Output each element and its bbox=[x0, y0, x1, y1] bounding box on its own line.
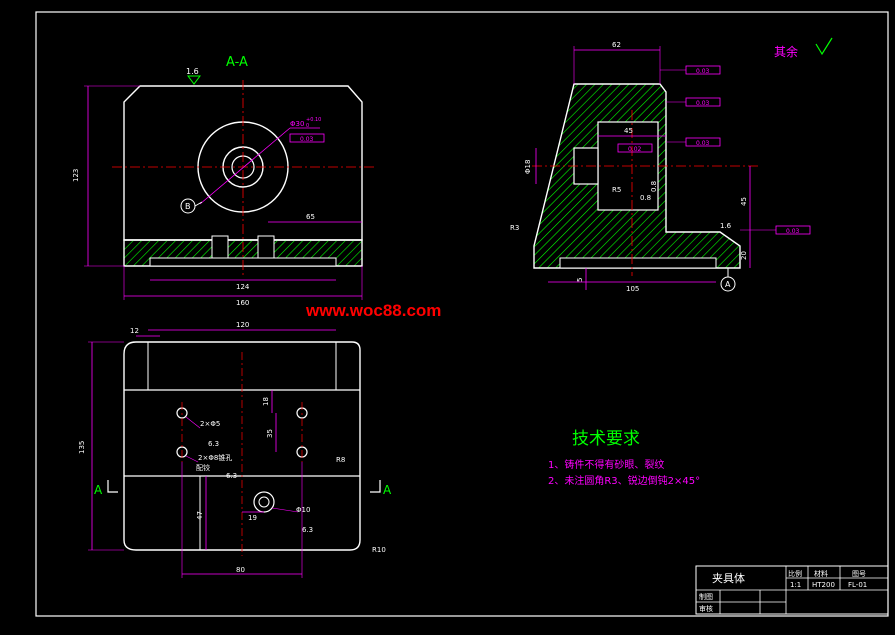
hole-big-outer bbox=[253, 491, 275, 513]
tb-scale-label: 比例 bbox=[788, 569, 802, 578]
tb-part-name: 夹具体 bbox=[712, 571, 745, 585]
side-tol-5: 0.03 bbox=[786, 228, 800, 235]
section-view: A-A 1.6 Φ30 +0.10 0 0.03 B 123 65 124 16… bbox=[72, 55, 376, 307]
section-marker-left: A bbox=[94, 483, 103, 497]
side-dim-45-right: 45 bbox=[740, 197, 748, 206]
side-rough-b: 0.8 bbox=[650, 181, 658, 192]
dim-160-value: 160 bbox=[236, 299, 249, 307]
plan-dim-12-value: 12 bbox=[130, 327, 139, 335]
plan-note-holes-2: 2×Φ8锥孔 bbox=[198, 453, 232, 462]
side-radius-r3: R3 bbox=[510, 224, 519, 232]
side-dim-45-value: 45 bbox=[624, 127, 633, 135]
tb-material-label: 材料 bbox=[814, 569, 828, 578]
roughness-symbol bbox=[187, 75, 201, 85]
side-radius-r5: R5 bbox=[612, 186, 621, 194]
datum-b-leader bbox=[194, 201, 203, 207]
tb-scale-value: 1:1 bbox=[790, 581, 801, 589]
section-base-pin-2 bbox=[257, 235, 275, 259]
dim-65-value: 65 bbox=[306, 213, 315, 221]
datum-b-label: B bbox=[185, 202, 191, 211]
section-body-outline bbox=[123, 85, 363, 241]
section-base-pin-1 bbox=[211, 235, 229, 259]
bore-tol-lower: 0 bbox=[306, 123, 309, 129]
side-tol-frame-3 bbox=[617, 143, 653, 153]
plan-radius-r8: R8 bbox=[336, 456, 345, 464]
dim-124-value: 124 bbox=[236, 283, 250, 291]
section-marker-right: A bbox=[383, 483, 392, 497]
bore-dia-label: Φ30 bbox=[290, 120, 304, 128]
tb-drawing-no-value: FL-01 bbox=[848, 581, 867, 589]
side-dim-20: 20 bbox=[740, 251, 748, 260]
bore-tol-frame bbox=[289, 133, 325, 143]
plan-note-holes-1: 2×Φ5 bbox=[200, 420, 220, 428]
dim-height-value: 123 bbox=[72, 169, 80, 182]
plan-rough-2: 6.3 bbox=[226, 472, 237, 480]
plan-note-leader-1 bbox=[185, 416, 201, 429]
side-dim-5-value: 5 bbox=[576, 278, 584, 282]
plan-note-hole-big: Φ10 bbox=[296, 506, 310, 514]
tech-req-item-1: 1、铸件不得有砂眼、裂纹 bbox=[548, 458, 664, 471]
plan-note-holes-3: 配铰 bbox=[196, 463, 210, 472]
section-label: A-A bbox=[226, 55, 248, 70]
finish-roughness-symbol bbox=[815, 37, 833, 56]
tb-drawing-no-label: 图号 bbox=[852, 570, 866, 578]
watermark-text: www.woc88.com bbox=[305, 301, 441, 320]
title-block: 夹具体 比例 材料 图号 1:1 HT200 FL-01 制图 审核 bbox=[695, 565, 889, 615]
plan-rough-1: 6.3 bbox=[208, 440, 219, 448]
section-marker-right-arrow bbox=[370, 480, 381, 493]
tb-checked-label: 审核 bbox=[699, 604, 713, 613]
bore-tol-upper: +0.10 bbox=[306, 117, 321, 123]
plan-note-leader-big bbox=[271, 507, 299, 513]
plan-body-outline bbox=[123, 341, 361, 551]
side-dim-62-value: 62 bbox=[612, 41, 621, 49]
hole-big-inner bbox=[258, 496, 270, 508]
side-base-recess bbox=[559, 257, 717, 269]
side-tol-3: 0.02 bbox=[628, 146, 642, 153]
side-dim-105-value: 105 bbox=[626, 285, 639, 293]
plan-dim-35-value: 35 bbox=[266, 429, 274, 438]
section-marker-left-arrow bbox=[107, 480, 118, 493]
side-rough-c: 1.6 bbox=[720, 222, 732, 230]
plan-note-leader-2 bbox=[185, 455, 199, 463]
frame-ref: 0.03 bbox=[300, 136, 314, 143]
side-dim-18-value: Φ18 bbox=[524, 160, 532, 174]
plan-radius-r10: R10 bbox=[372, 546, 386, 554]
plan-view: 120 12 135 18 35 47 19 80 2×Φ5 2×Φ8锥孔 配铰… bbox=[78, 321, 392, 578]
side-rough-a: 0.8 bbox=[640, 194, 651, 202]
plan-dim-80-value: 80 bbox=[236, 566, 245, 574]
roughness-value: 1.6 bbox=[186, 67, 199, 76]
plan-dim-19-value: 19 bbox=[248, 514, 257, 522]
plan-dim-120-value: 120 bbox=[236, 321, 249, 329]
bore-leader bbox=[199, 127, 291, 205]
side-tol-1: 0.03 bbox=[696, 68, 710, 75]
tb-material-value: HT200 bbox=[812, 581, 835, 589]
side-tol-4: 0.03 bbox=[696, 140, 710, 147]
side-tol-2: 0.03 bbox=[696, 100, 710, 107]
plan-dim-18-value: 18 bbox=[262, 397, 270, 406]
tech-req-title: 技术要求 bbox=[572, 429, 640, 449]
sheet-border bbox=[35, 11, 889, 617]
tech-requirements: 技术要求 1、铸件不得有砂眼、裂纹 2、未注圆角R3、锐边倒钝2×45° bbox=[548, 429, 700, 487]
datum-a-label: A bbox=[725, 280, 731, 289]
tech-req-item-2: 2、未注圆角R3、锐边倒钝2×45° bbox=[548, 474, 700, 487]
plan-dim-47-value: 47 bbox=[196, 511, 204, 520]
plan-dim-height-value: 135 bbox=[78, 441, 86, 454]
tb-drawn-label: 制图 bbox=[699, 592, 713, 601]
finish-note: 其余 bbox=[774, 44, 798, 59]
plan-rough-3: 6.3 bbox=[302, 526, 313, 534]
side-view: 其余 62 45 105 Φ18 R5 R3 45 20 5 0.8 0.8 1… bbox=[510, 37, 833, 293]
